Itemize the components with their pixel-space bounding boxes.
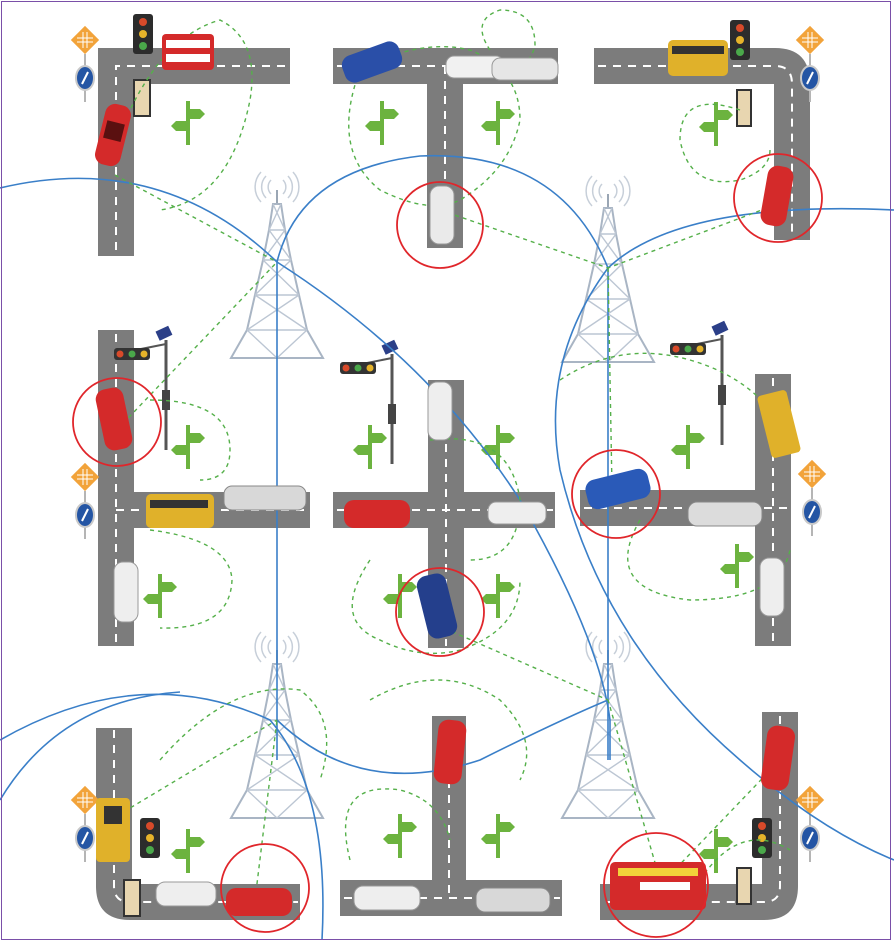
white-car-icon xyxy=(427,381,453,441)
road-network xyxy=(96,48,810,920)
white-car-icon xyxy=(113,561,139,623)
white-car-icon xyxy=(155,881,217,907)
red-car-icon xyxy=(760,725,796,791)
red-bus-icon xyxy=(162,34,214,70)
white-car-icon xyxy=(353,885,421,911)
crane-truck-icon xyxy=(757,390,801,458)
traffic-light-icon xyxy=(123,14,772,917)
white-wagon-icon xyxy=(491,57,559,81)
blue-car-icon xyxy=(416,573,458,639)
silver-car-icon xyxy=(687,501,763,527)
white-car-icon xyxy=(487,501,547,525)
red-sports-car-icon xyxy=(344,500,410,528)
white-car-icon xyxy=(759,557,785,617)
vehicles xyxy=(95,34,801,916)
blue-car-icon xyxy=(585,468,651,510)
tower-coverage-arcs xyxy=(0,154,894,941)
red-car-icon xyxy=(760,165,794,227)
excavator-icon xyxy=(96,798,130,862)
highlight-rings xyxy=(72,153,823,938)
silver-wagon-icon xyxy=(223,485,307,511)
school-bus-icon xyxy=(668,40,728,76)
v2x-links xyxy=(109,9,791,901)
silver-wagon-icon xyxy=(475,887,551,913)
red-car-icon xyxy=(95,387,133,451)
red-car-icon xyxy=(433,719,467,785)
blue-car-icon xyxy=(341,41,403,83)
fire-truck-icon xyxy=(610,862,706,910)
white-car-icon xyxy=(429,185,455,245)
red-sports-car-icon xyxy=(226,888,292,916)
red-car-icon xyxy=(95,103,131,167)
school-bus-icon xyxy=(146,494,214,528)
smart-streetlight-icon xyxy=(112,319,730,466)
